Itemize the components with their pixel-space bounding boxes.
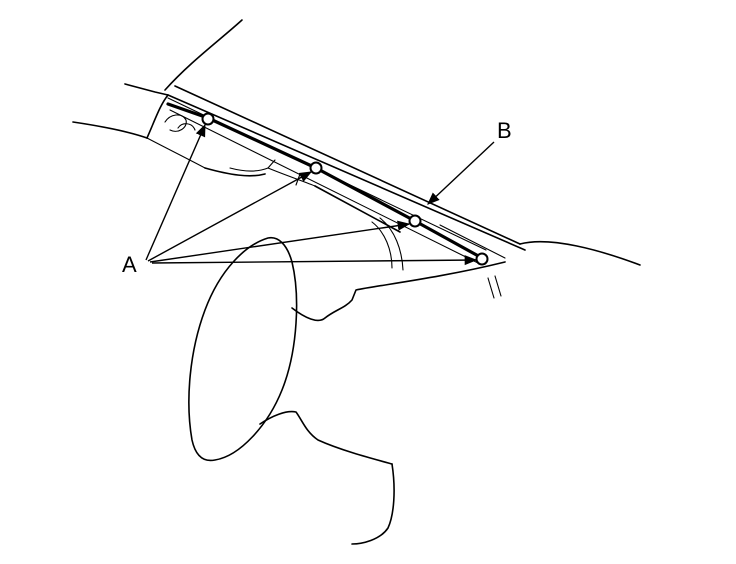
leader-lines-a <box>145 123 478 266</box>
callout-b: B <box>497 118 512 143</box>
clip-1 <box>201 112 215 126</box>
door-frame-outline <box>72 94 206 169</box>
side-panel <box>188 236 395 545</box>
clip-2 <box>309 161 323 175</box>
leader-line-b <box>427 141 495 205</box>
clips-a <box>201 112 489 266</box>
lower-trim-panel <box>291 261 506 322</box>
roof-outline <box>124 19 641 266</box>
trim-channel-b <box>166 97 506 265</box>
callout-a: A <box>122 252 137 277</box>
clip-3 <box>408 214 422 228</box>
clip-4 <box>475 252 489 266</box>
